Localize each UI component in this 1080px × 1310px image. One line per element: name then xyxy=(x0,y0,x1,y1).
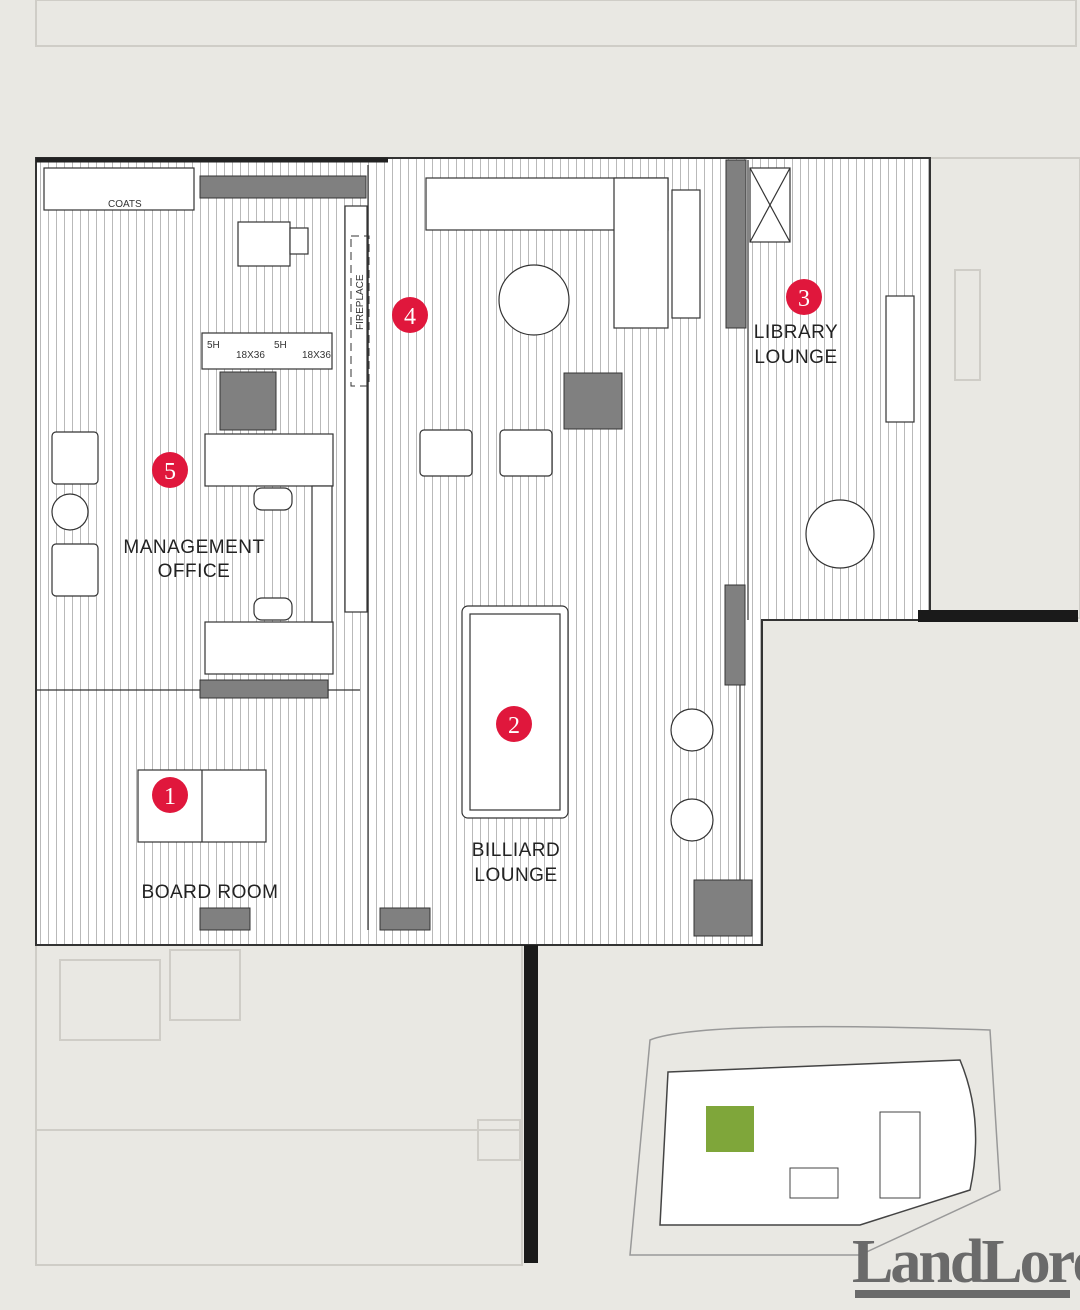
desk xyxy=(204,433,334,487)
filing-cabinets xyxy=(201,332,333,370)
marker-1[interactable]: 1 xyxy=(152,777,188,813)
chair xyxy=(253,487,293,511)
marker-4[interactable]: 4 xyxy=(392,297,428,333)
armchair xyxy=(499,429,553,477)
coats-label: COATS xyxy=(108,199,142,210)
svg-text:1: 1 xyxy=(164,784,176,810)
svg-text:5H: 5H xyxy=(274,340,287,351)
side-table xyxy=(51,493,89,531)
round-table xyxy=(805,499,875,569)
svg-text:3: 3 xyxy=(798,286,810,312)
bar-stool xyxy=(670,798,714,842)
room-label-management: MANAGEMENT xyxy=(123,537,264,558)
coat-closet xyxy=(43,167,195,211)
armchair xyxy=(419,429,473,477)
marker-2[interactable]: 2 xyxy=(496,706,532,742)
svg-text:4: 4 xyxy=(404,304,416,330)
armchair xyxy=(51,543,99,597)
desk-printer xyxy=(237,221,291,267)
svg-text:18X36: 18X36 xyxy=(236,350,265,361)
marker-5[interactable]: 5 xyxy=(152,452,188,488)
highlighted-area xyxy=(706,1106,754,1152)
key-plan: LandLord xyxy=(629,1025,1080,1298)
room-label-library: LIBRARY xyxy=(754,322,838,343)
room-label-board-room: BOARD ROOM xyxy=(142,882,279,903)
chair xyxy=(253,597,293,621)
coffee-table xyxy=(498,264,570,336)
svg-text:5: 5 xyxy=(164,459,176,485)
landlord-logo: LandLord xyxy=(852,1228,1080,1296)
svg-text:18X36: 18X36 xyxy=(302,350,331,361)
room-label-billiard: BILLIARD xyxy=(472,840,560,861)
room-label-management: OFFICE xyxy=(158,561,231,582)
svg-text:2: 2 xyxy=(508,713,520,739)
wall xyxy=(524,945,538,1263)
wall xyxy=(918,610,1078,622)
bar-stool xyxy=(670,708,714,752)
marker-3[interactable]: 3 xyxy=(786,279,822,315)
room-label-library: LOUNGE xyxy=(754,347,837,368)
desk xyxy=(204,621,334,675)
armchair xyxy=(51,431,99,485)
room-label-billiard: LOUNGE xyxy=(474,865,557,886)
cabinet xyxy=(199,175,367,199)
svg-text:5H: 5H xyxy=(207,340,220,351)
fireplace-label: FIREPLACE xyxy=(355,274,366,330)
